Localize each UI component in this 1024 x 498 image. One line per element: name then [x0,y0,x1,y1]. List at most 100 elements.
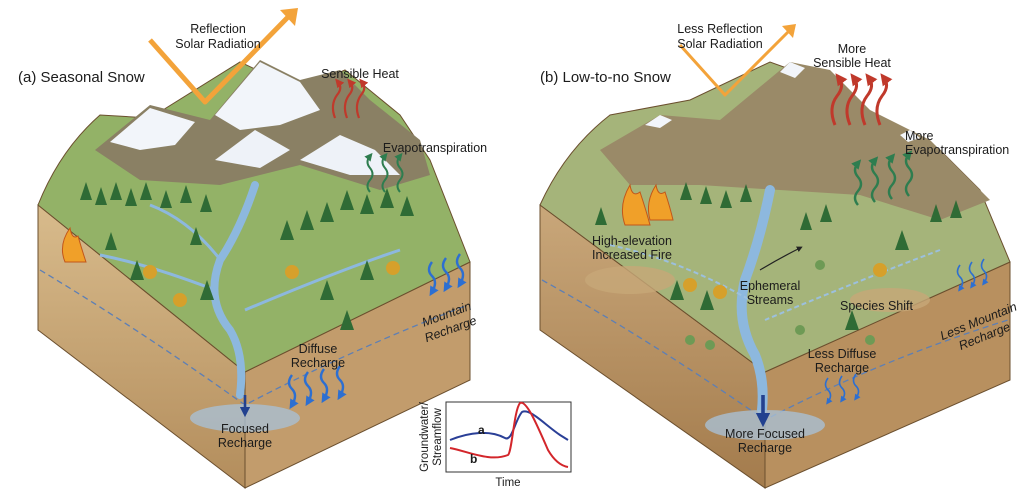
tree-icon [895,230,909,250]
tree-icon [160,190,172,208]
panel-b-evapotranspiration-label: Evapotranspiration [905,143,1009,157]
panel-b-species-shift-label: Species Shift [840,299,913,313]
sun-reflection-arrow [148,13,292,105]
panel-b-fire-label: Increased Fire [592,248,672,262]
recharge-arrow [980,258,989,286]
panel-a-title: (a) Seasonal Snow [18,69,145,86]
heat-arrow [845,73,863,126]
series-b-label: b [470,452,477,466]
tree-icon [595,207,607,225]
panel-b-dry-patch [850,288,930,312]
panel-b-fire-label: High-elevation [592,234,672,248]
panel-b-sensible-heat-label: Sensible Heat [813,56,891,70]
tree-icon [95,187,107,205]
tree-icon [280,220,294,240]
panel-b-snow-cap [645,115,672,128]
panel-b-title: (b) Low-to-no Snow [540,69,671,86]
inset-ylabel: Groundwater/ [419,401,431,471]
heat-arrows-b [830,73,893,126]
recharge-arrow [303,371,315,407]
panel-a-forest [80,182,414,330]
panel-a-snow-cap [215,62,320,130]
recharge-arrow [838,375,847,403]
panel-a-aquifer [190,404,300,432]
panel-a-diffuse-recharge-label: Recharge [291,356,345,370]
panel-a-evapotranspiration-label: Evapotranspiration [383,141,487,155]
evapotranspiration-arrow [851,159,863,206]
evap-arrows-b [851,150,914,206]
evapotranspiration-arrow [868,156,880,203]
tree-icon [200,194,212,212]
heat-arrow [355,78,369,119]
tree-icon [340,310,354,330]
hydrograph-inset: a b Time Groundwater/ Streamflow [419,401,572,489]
recharge-arrow [968,261,977,289]
panel-b-focused-recharge-label: Recharge [738,441,792,455]
panel-a-focused-recharge-label: Focused [221,422,269,436]
tree-icon [380,188,394,208]
tree-icon [683,278,697,292]
tree-icon [720,190,732,208]
tree-icon [143,265,157,279]
panel-a-snow-cap [215,130,290,168]
tree-icon [386,261,400,275]
panel-b-ephemeral-label: Ephemeral [740,279,800,293]
evapotranspiration-arrow [885,153,897,200]
panel-b-evapotranspiration-label: More [905,129,934,143]
panel-b-sensible-heat-label: More [838,42,867,56]
tree-icon [740,184,752,202]
panel-b-reflection-label: Solar Radiation [677,37,763,51]
tree-icon [320,280,334,300]
tree-icon [340,190,354,210]
panel-b-aspens [683,263,887,299]
tree-icon [190,227,202,245]
tree-icon [80,182,92,200]
panel-a-snow-cap [110,108,195,150]
panel-b-diffuse-recharge-label: Less Diffuse [808,347,877,361]
series-a-label: a [478,423,485,437]
tree-icon [815,260,825,270]
tree-icon [700,186,712,204]
tree-icon [705,340,715,350]
panel-b-low-to-no-snow: (b) Low-to-no Snow Less Reflection Solar… [539,22,1019,489]
tree-icon [700,290,714,310]
tree-icon [845,310,859,330]
tree-icon [125,188,137,206]
recharge-arrow [441,257,453,293]
recharge-arrow [852,373,861,401]
series-b-line [449,401,569,468]
panel-b-ephemeral-stream [764,249,941,321]
mountain-recharge-arrows-b [956,258,989,292]
panel-b-focused-recharge-label: More Focused [725,427,805,441]
evapotranspiration-arrow [902,150,914,197]
fire-icon [61,226,87,263]
tree-icon [820,204,832,222]
tree-icon [200,280,214,300]
evap-arrows-a [364,152,404,193]
tree-icon [105,232,117,250]
tree-icon [173,293,187,307]
sun-reflection-arrowhead [280,8,298,26]
recharge-arrow [427,261,439,297]
fire-icon [621,183,651,226]
panel-b-diffuse-recharge-label: Recharge [815,361,869,375]
sun-reflection-arrowhead [782,24,796,38]
panel-a-reflection-label: Solar Radiation [175,37,261,51]
panel-b-dry-patch [585,266,675,294]
heat-arrows-a [331,78,369,119]
tree-icon [110,182,122,200]
panel-a-snow-cap [300,135,400,175]
diffuse-recharge-arrows-a [287,365,347,410]
tree-icon [130,260,144,280]
tree-icon [680,182,692,200]
tree-icon [795,325,805,335]
mountain-recharge-arrows-a [427,253,467,297]
evapotranspiration-arrow [379,152,389,193]
tree-icon [360,194,374,214]
panel-a-focused-recharge-label: Recharge [218,436,272,450]
tree-icon [713,285,727,299]
panel-b-ephemeral-stream [609,244,751,301]
fire-icon [648,183,674,221]
heat-arrow [331,78,345,119]
